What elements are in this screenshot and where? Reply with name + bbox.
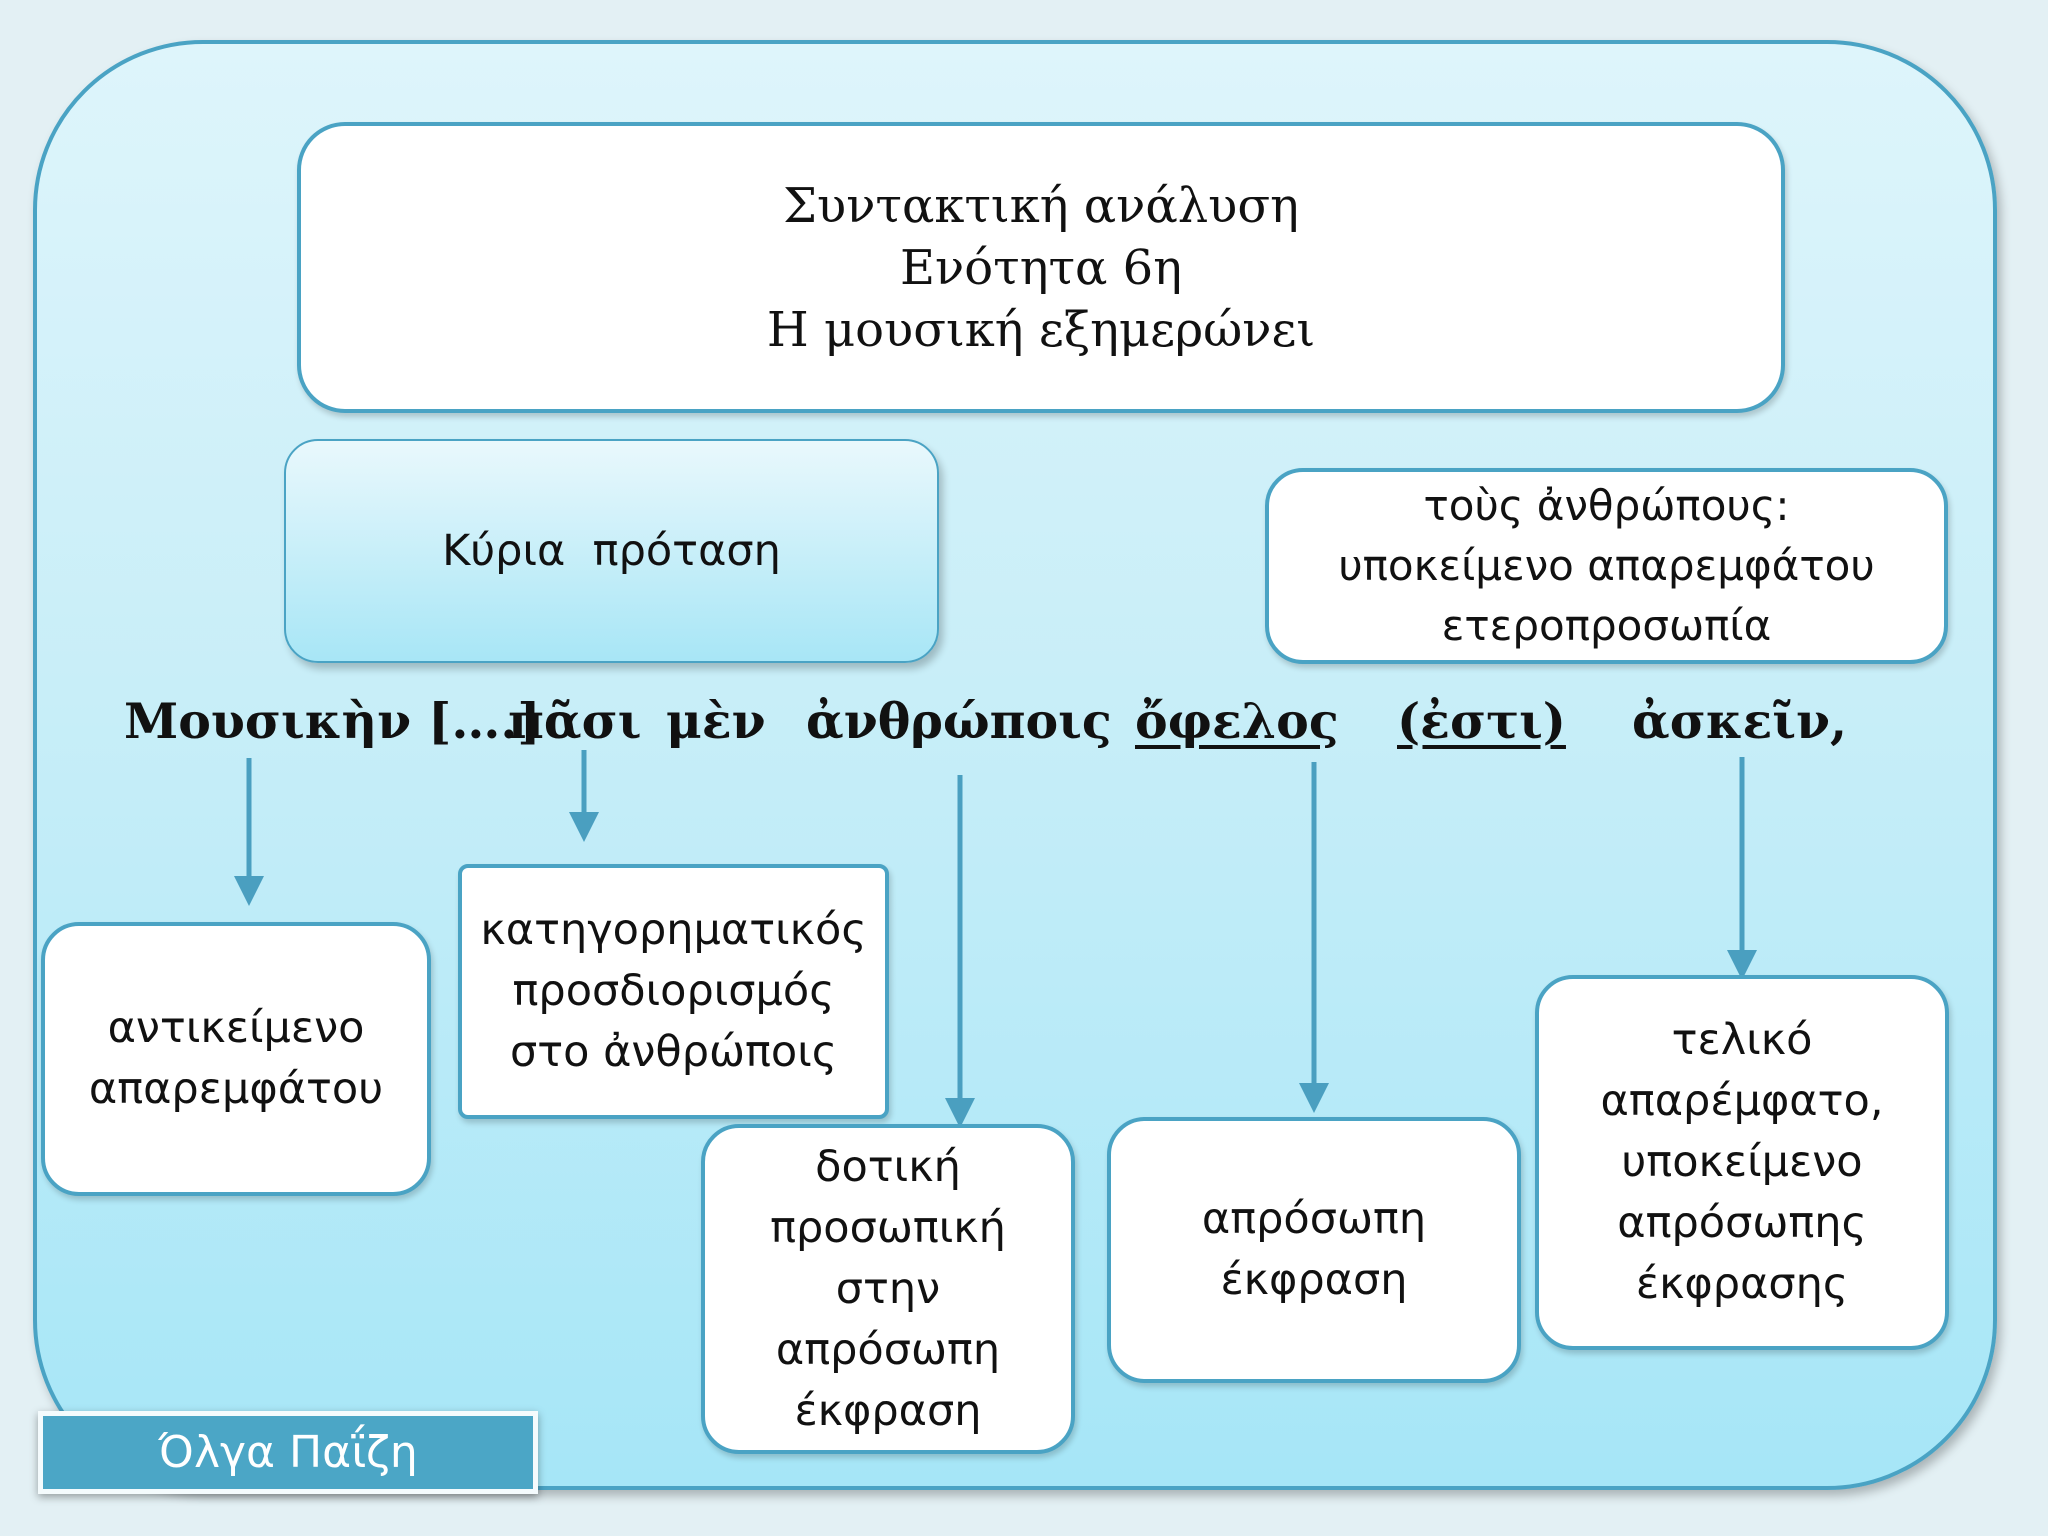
word-anthropois: ἀνθρώποις	[806, 692, 1112, 750]
title-line-2: Ενότητα 6η	[900, 239, 1182, 296]
attributive-line-3: στο ἀνθρώποις	[509, 1027, 838, 1077]
final-line-1: τελικό	[1671, 1015, 1813, 1065]
final-line-3: υποκείμενο	[1621, 1137, 1863, 1187]
attributive-line-2: προσδιορισμός	[512, 966, 835, 1016]
dative-line-1: δοτική	[815, 1141, 961, 1192]
object-box: αντικείμενο απαρεμφάτου	[41, 922, 431, 1196]
final-line-2: απαρέμφατο,	[1600, 1076, 1884, 1126]
title-line-3: Η μουσική εξημερώνει	[766, 301, 1316, 358]
dative-line-4: απρόσωπη	[775, 1324, 1001, 1375]
infinitive-subject-line-1: τοὺς ἀνθρώπους:	[1423, 481, 1790, 530]
infinitive-subject-line-3: ετεροπροσωπία	[1441, 601, 1772, 650]
final-box: τελικό απαρέμφατο, υποκείμενο απρόσωπης …	[1535, 975, 1949, 1350]
final-line-4: απρόσωπης	[1617, 1198, 1867, 1248]
attributive-line-1: κατηγορηματικός	[480, 905, 867, 955]
dative-box: δοτική προσωπική στην απρόσωπη έκφραση	[701, 1124, 1075, 1454]
object-line-2: απαρεμφάτου	[88, 1064, 384, 1114]
object-line-1: αντικείμενο	[107, 1003, 365, 1053]
final-line-5: έκφρασης	[1635, 1259, 1849, 1309]
word-mousiken: Μουσικὴν [….]	[124, 692, 541, 750]
attributive-box: κατηγορηματικός προσδιορισμός στο ἀνθρώπ…	[458, 864, 889, 1119]
title-box: Συντακτική ανάλυση Ενότητα 6η Η μουσική …	[297, 122, 1785, 413]
impersonal-line-2: έκφραση	[1220, 1255, 1408, 1305]
author-name: Όλγα Παΐζη	[158, 1427, 418, 1478]
word-askein: ἀσκεῖν,	[1632, 692, 1848, 750]
main-clause-label: Κύρια πρόταση	[442, 525, 781, 576]
word-esti: (ἐστι)	[1397, 692, 1566, 750]
word-men: μὲν	[666, 692, 766, 750]
word-ofelos: ὄφελος	[1135, 692, 1339, 750]
main-clause-box: Κύρια πρόταση	[284, 439, 939, 663]
author-badge: Όλγα Παΐζη	[38, 1411, 538, 1494]
word-pasi: πᾶσι	[508, 692, 642, 750]
title-line-1: Συντακτική ανάλυση	[783, 177, 1299, 234]
impersonal-line-1: απρόσωπη	[1201, 1194, 1427, 1244]
impersonal-box: απρόσωπη έκφραση	[1107, 1117, 1521, 1383]
infinitive-subject-line-2: υποκείμενο απαρεμφάτου	[1338, 541, 1875, 590]
dative-line-3: στην	[835, 1263, 941, 1314]
dative-line-5: έκφραση	[794, 1385, 982, 1436]
infinitive-subject-box: τοὺς ἀνθρώπους: υποκείμενο απαρεμφάτου ε…	[1265, 468, 1948, 664]
dative-line-2: προσωπική	[770, 1202, 1006, 1253]
